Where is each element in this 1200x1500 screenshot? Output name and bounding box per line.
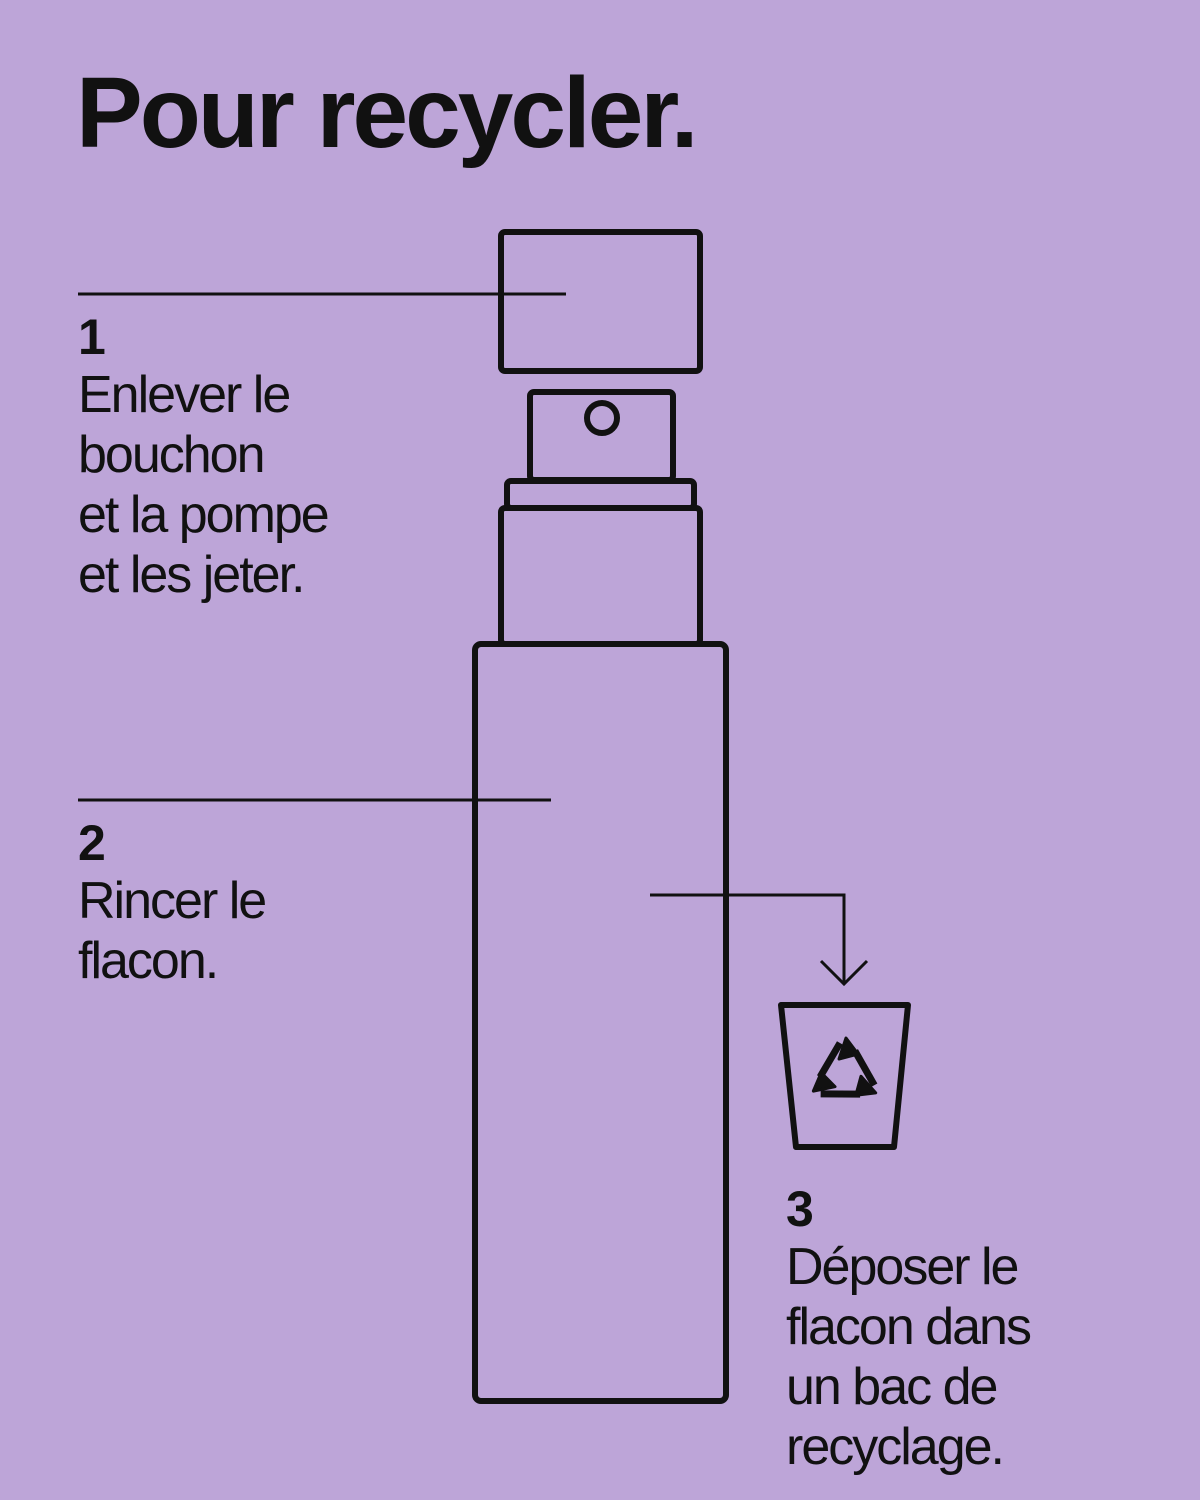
bottle-body xyxy=(472,641,729,1404)
arrow-path xyxy=(650,893,846,982)
recycle-arrow xyxy=(811,1071,861,1098)
step-3: 3 Déposer le flacon dans un bac de recyc… xyxy=(786,1182,1186,1477)
step-number: 3 xyxy=(786,1181,814,1237)
bottle-neck xyxy=(498,505,703,647)
step-instruction: Enlever le bouchon et la pompe et les je… xyxy=(78,366,330,604)
bin-outline xyxy=(778,1002,911,1150)
step-1: 1 Enlever le bouchon et la pompe et les … xyxy=(78,310,458,605)
page-title: Pour recycler. xyxy=(76,57,699,169)
step-number: 2 xyxy=(78,815,106,871)
step-instruction: Déposer le flacon dans un bac de recycla… xyxy=(786,1238,1032,1476)
bottle-cap xyxy=(498,229,703,374)
spray-bottle-icon xyxy=(472,229,729,1404)
recycle-arrow xyxy=(851,1049,878,1097)
step-2: 2 Rincer le flacon. xyxy=(78,816,458,991)
recycle-arrow xyxy=(816,1036,860,1079)
recycling-bin-icon xyxy=(778,1002,911,1150)
nozzle-hole xyxy=(584,400,620,436)
pump-collar xyxy=(504,478,697,511)
step-number: 1 xyxy=(78,309,106,365)
recycle-symbol-icon xyxy=(811,1036,878,1098)
step-instruction: Rincer le flacon. xyxy=(78,872,267,990)
arrow-head-icon xyxy=(819,959,869,987)
